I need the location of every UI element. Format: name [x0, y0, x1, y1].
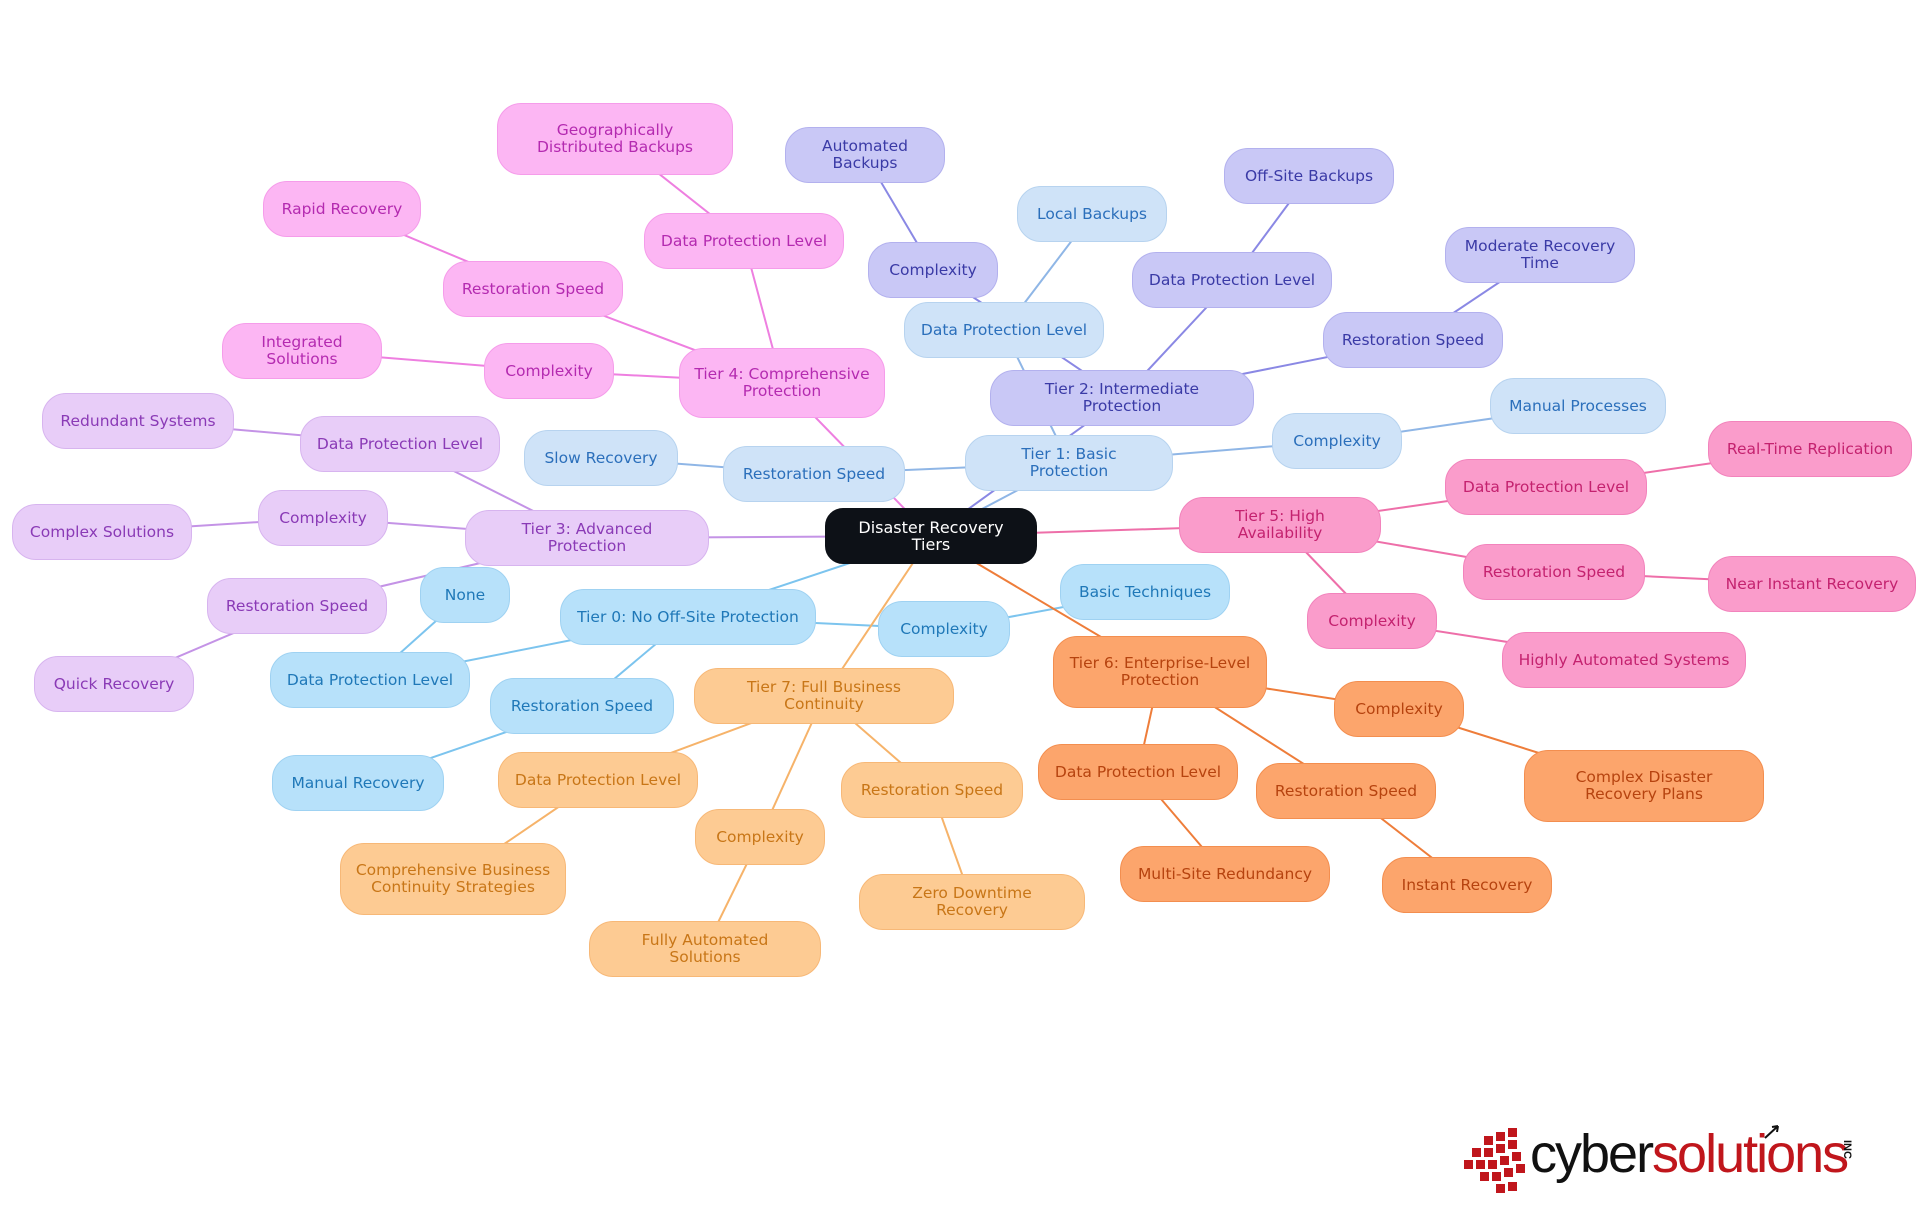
value-node-t1b1: Slow Recovery	[524, 430, 678, 486]
wordmark-cyber: cyber	[1530, 1124, 1654, 1184]
value-node-t4c1: Integrated Solutions	[222, 323, 382, 379]
tier-node-3: Tier 3: Advanced Protection	[465, 510, 709, 566]
value-node-t5b1: Near Instant Recovery	[1708, 556, 1916, 612]
attribute-node-t4b: Restoration Speed	[443, 261, 623, 317]
attribute-node-t6a: Data Protection Level	[1038, 744, 1238, 800]
tier-node-6: Tier 6: Enterprise-Level Protection	[1053, 636, 1267, 708]
value-node-t2c1: Automated Backups	[785, 127, 945, 183]
value-node-t6c1: Complex Disaster Recovery Plans	[1524, 750, 1764, 822]
root-node: Disaster Recovery Tiers	[825, 508, 1037, 564]
tier-node-1: Tier 1: Basic Protection	[965, 435, 1173, 491]
attribute-node-t1b: Restoration Speed	[723, 446, 905, 502]
value-node-t7b1: Zero Downtime Recovery	[859, 874, 1085, 930]
value-node-t5a1: Real-Time Replication	[1708, 421, 1912, 477]
value-node-t6b1: Instant Recovery	[1382, 857, 1552, 913]
attribute-node-t3c: Complexity	[258, 490, 388, 546]
attribute-node-t5b: Restoration Speed	[1463, 544, 1645, 600]
value-node-t2a1: Off-Site Backups	[1224, 148, 1394, 204]
wordmark-inc: INC	[1841, 1140, 1853, 1159]
value-node-t1c1: Manual Processes	[1490, 378, 1666, 434]
attribute-node-t6b: Restoration Speed	[1256, 763, 1436, 819]
tier-node-7: Tier 7: Full Business Continuity	[694, 668, 954, 724]
attribute-node-t4c: Complexity	[484, 343, 614, 399]
attribute-node-t1a: Data Protection Level	[904, 302, 1104, 358]
tier-node-0: Tier 0: No Off-Site Protection	[560, 589, 816, 645]
company-wordmark: cybersolutions	[1530, 1122, 1849, 1186]
value-node-t3b1: Quick Recovery	[34, 656, 194, 712]
cybersolutions-logo-icon	[1464, 1125, 1779, 1193]
value-node-t3c1: Complex Solutions	[12, 504, 192, 560]
wordmark-solutions: solutions	[1652, 1124, 1849, 1184]
tier-node-5: Tier 5: High Availability	[1179, 497, 1381, 553]
value-node-t2b1: Moderate Recovery Time	[1445, 227, 1635, 283]
attribute-node-t6c: Complexity	[1334, 681, 1464, 737]
tier-node-4: Tier 4: Comprehensive Protection	[679, 348, 885, 418]
value-node-t3a1: Redundant Systems	[42, 393, 234, 449]
attribute-node-t7b: Restoration Speed	[841, 762, 1023, 818]
value-node-t7c1: Fully Automated Solutions	[589, 921, 821, 977]
attribute-node-t7a: Data Protection Level	[498, 752, 698, 808]
attribute-node-t5c: Complexity	[1307, 593, 1437, 649]
value-node-t5c1: Highly Automated Systems	[1502, 632, 1746, 688]
value-node-t0a1: None	[420, 567, 510, 623]
attribute-node-t3b: Restoration Speed	[207, 578, 387, 634]
value-node-t0c1: Basic Techniques	[1060, 564, 1230, 620]
value-node-t1a1: Local Backups	[1017, 186, 1167, 242]
value-node-t7a1: Comprehensive Business Continuity Strate…	[340, 843, 566, 915]
attribute-node-t3a: Data Protection Level	[300, 416, 500, 472]
attribute-node-t2a: Data Protection Level	[1132, 252, 1332, 308]
value-node-t0b1: Manual Recovery	[272, 755, 444, 811]
tier-node-2: Tier 2: Intermediate Protection	[990, 370, 1254, 426]
attribute-node-t0b: Restoration Speed	[490, 678, 674, 734]
attribute-node-t7c: Complexity	[695, 809, 825, 865]
value-node-t4b1: Rapid Recovery	[263, 181, 421, 237]
attribute-node-t0c: Complexity	[878, 601, 1010, 657]
attribute-node-t4a: Data Protection Level	[644, 213, 844, 269]
value-node-t4a1: Geographically Distributed Backups	[497, 103, 733, 175]
value-node-t6a1: Multi-Site Redundancy	[1120, 846, 1330, 902]
attribute-node-t2c: Complexity	[868, 242, 998, 298]
attribute-node-t5a: Data Protection Level	[1445, 459, 1647, 515]
attribute-node-t1c: Complexity	[1272, 413, 1402, 469]
attribute-node-t0a: Data Protection Level	[270, 652, 470, 708]
attribute-node-t2b: Restoration Speed	[1323, 312, 1503, 368]
